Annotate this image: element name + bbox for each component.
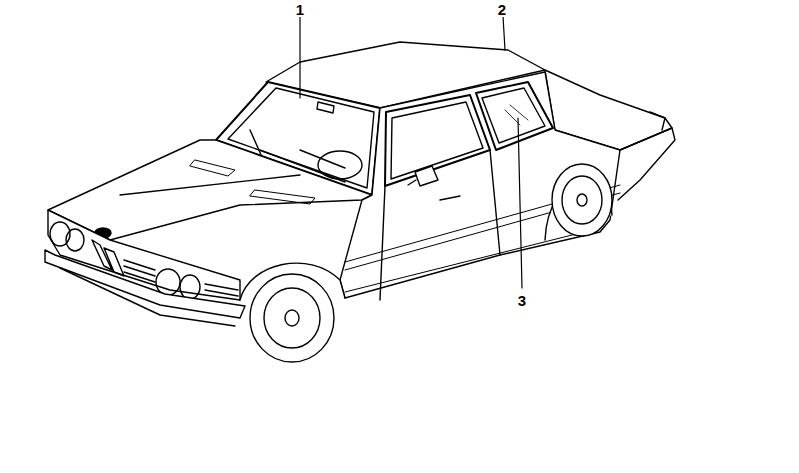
callout-number: 2 [497,2,507,17]
leader-line [518,118,522,288]
leader-line [503,16,505,50]
callout-number: 1 [295,2,305,17]
leader-line [299,16,300,98]
callout-number: 3 [517,293,527,308]
